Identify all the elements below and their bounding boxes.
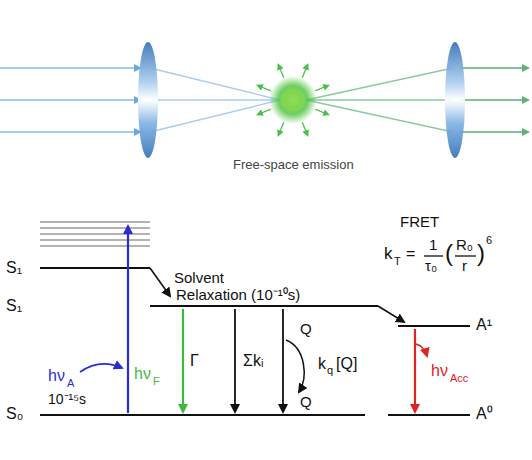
- rate-label: [Q]: [336, 355, 357, 373]
- state-label: S₀: [6, 405, 23, 423]
- rate-label: k: [318, 355, 326, 373]
- absorption-arrow: [127, 226, 129, 413]
- relaxation-arrow: [150, 268, 170, 296]
- formula-symbol: (: [445, 240, 453, 266]
- formula-subscript: T: [394, 255, 401, 267]
- process-label: FRET: [400, 214, 439, 231]
- state-label: A⁰: [476, 405, 493, 423]
- formula-symbol: ): [477, 240, 485, 266]
- formula-symbol: r: [462, 258, 467, 275]
- emission-arrow: [315, 86, 328, 91]
- formula-superscript: 6: [486, 234, 492, 246]
- acceptor-emission-arrow: [414, 329, 416, 412]
- vibrational-levels: [40, 222, 150, 246]
- photon-subscript: Acc: [450, 372, 468, 384]
- emission-arrow: [302, 122, 307, 135]
- process-label: Solvent: [174, 270, 224, 287]
- rate-label: Σkᵢ: [243, 352, 263, 370]
- process-label: Relaxation (10⁻¹⁰s): [176, 287, 300, 304]
- emission-arrow: [258, 86, 271, 91]
- emitter-glow: [269, 76, 317, 124]
- photon-arrow: [416, 344, 427, 356]
- formula-symbol: k: [384, 245, 393, 264]
- quencher-curve: [286, 340, 304, 392]
- state-label: A¹: [476, 316, 492, 334]
- rate-subscript: q: [327, 364, 333, 376]
- formula-symbol: =: [406, 245, 415, 263]
- photon-label: hν: [48, 367, 65, 385]
- quenching-arrow: [282, 309, 284, 412]
- emission-arrows: [258, 65, 328, 135]
- lens: [445, 42, 465, 158]
- caption-text: Free-space emission: [233, 158, 354, 172]
- time-label: 10⁻¹⁵s: [48, 392, 86, 407]
- emitter-sphere: [283, 90, 303, 110]
- photon-subscript: F: [153, 375, 160, 387]
- rate-label: Γ: [190, 352, 199, 370]
- fret-transfer-arrow: [378, 306, 404, 322]
- lens: [138, 42, 158, 158]
- formula-symbol: R₀: [456, 237, 473, 254]
- photon-label: hν: [431, 362, 448, 380]
- emission-arrow: [302, 65, 307, 78]
- nonradiative-arrow: [234, 309, 236, 412]
- outgoing-light-beams: [306, 68, 528, 132]
- state-label: S₁: [6, 259, 22, 277]
- photon-subscript: A: [67, 377, 74, 389]
- state-label: S₁: [6, 297, 22, 315]
- photon-arrow: [80, 364, 122, 372]
- photon-label: hν: [134, 365, 151, 383]
- emission-arrow: [279, 122, 284, 135]
- formula-symbol: 1: [429, 237, 437, 254]
- quencher-label: Q: [300, 321, 312, 338]
- emission-arrow: [258, 109, 271, 114]
- emission-arrow: [279, 65, 284, 78]
- emission-arrow: [315, 109, 328, 114]
- fluorescence-arrow: [182, 309, 184, 412]
- quencher-label: Q: [300, 394, 312, 411]
- formula-symbol: τ₀: [425, 258, 437, 275]
- energy-levels: [40, 268, 470, 415]
